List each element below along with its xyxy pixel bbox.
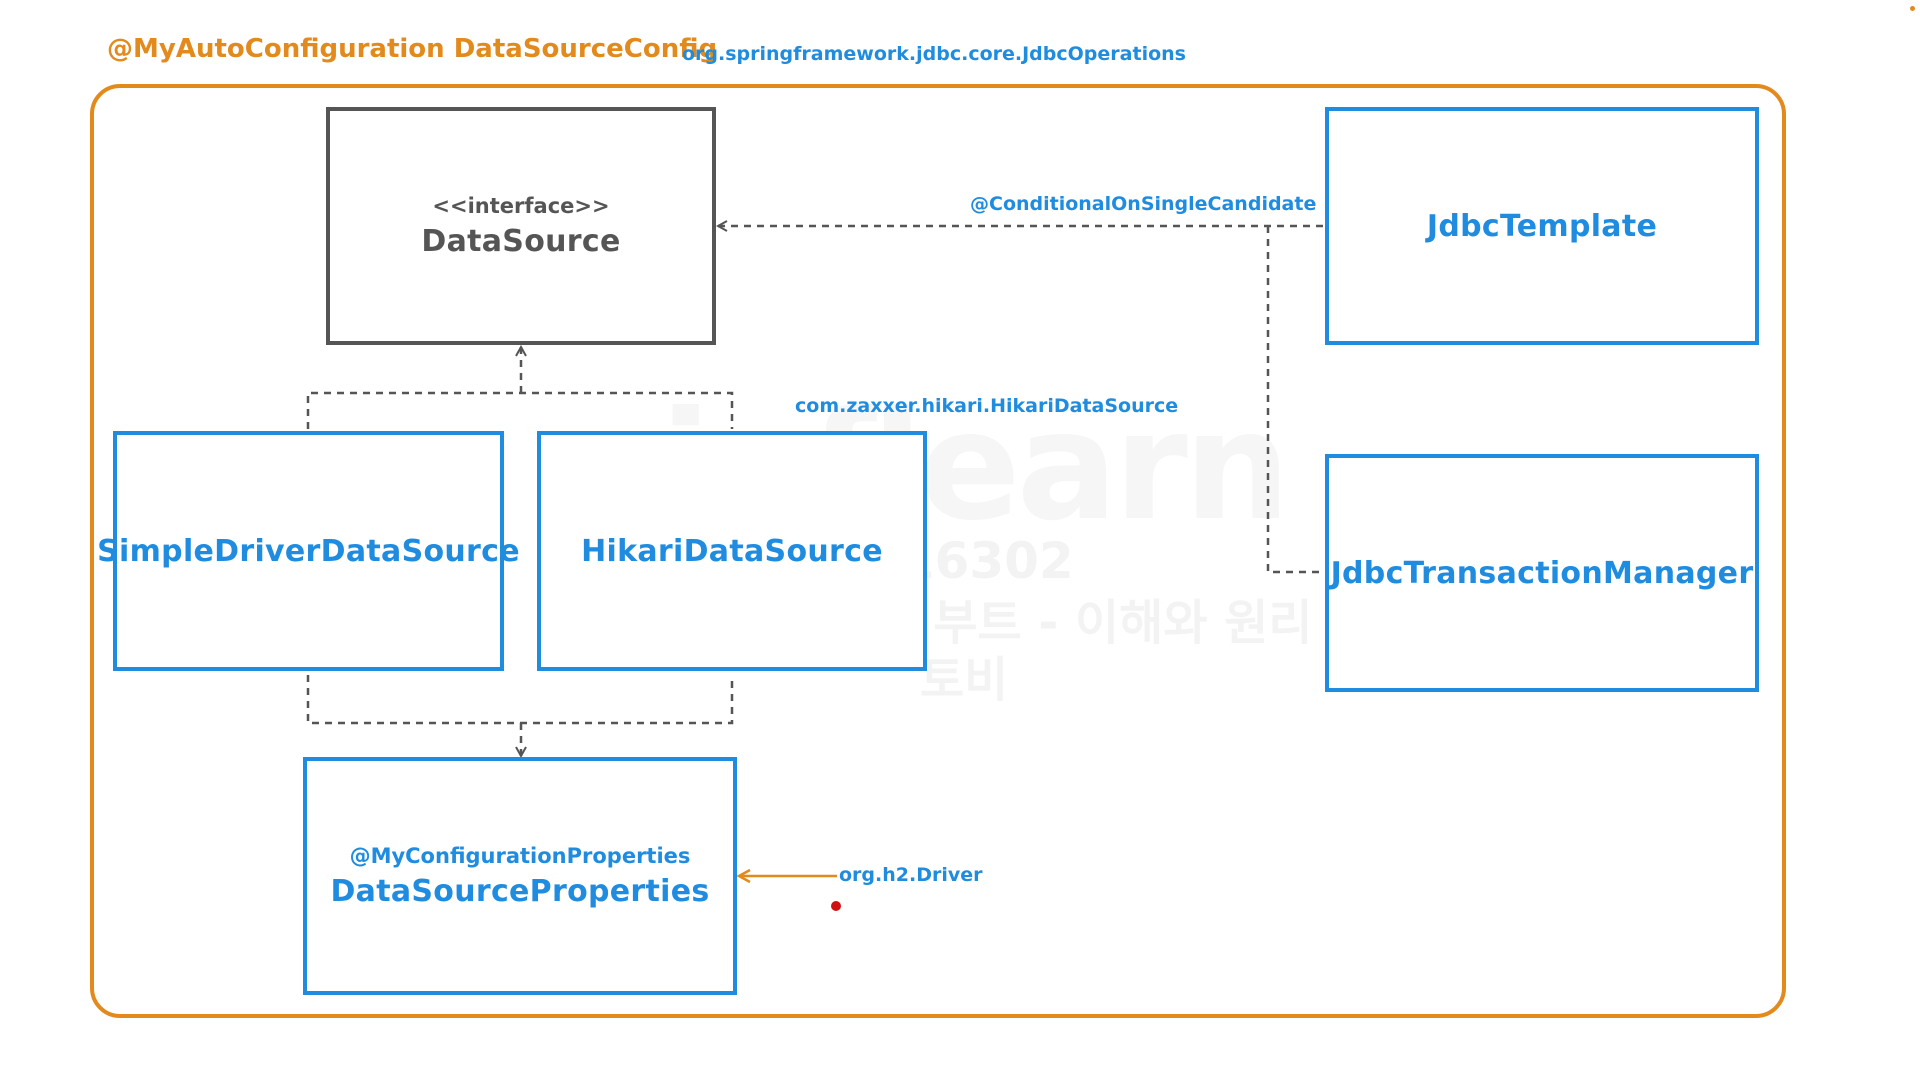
hikari-class-label: com.zaxxer.hikari.HikariDataSource <box>795 395 1179 417</box>
jdbc-template-title: JdbcTemplate <box>1426 208 1658 244</box>
configuration-properties-annotation: @MyConfigurationProperties <box>349 843 691 868</box>
config-title: @MyAutoConfiguration DataSourceConfig <box>107 34 718 64</box>
interface-stereotype: <<interface>> <box>432 193 610 218</box>
jdbc-template-box: JdbcTemplate <box>1325 107 1759 345</box>
datasource-title: DataSource <box>421 223 621 259</box>
datasource-interface-box: <<interface>> DataSource <box>326 107 716 345</box>
simple-driver-impl-line <box>306 391 734 429</box>
conditional-on-single-candidate-label: @ConditionalOnSingleCandidate <box>970 193 1317 215</box>
tx-manager-link-line <box>1266 226 1323 574</box>
h2-driver-label: org.h2.Driver <box>839 864 983 886</box>
jdbc-transaction-manager-box: JdbcTransactionManager <box>1325 454 1759 692</box>
pointer-dot <box>831 901 841 911</box>
datasource-properties-box: @MyConfigurationProperties DataSourcePro… <box>303 757 737 995</box>
hikari-title: HikariDataSource <box>581 533 883 569</box>
simple-driver-title: SimpleDriverDataSource <box>97 533 520 569</box>
jdbc-transaction-manager-title: JdbcTransactionManager <box>1330 555 1754 591</box>
jdbc-operations-label: org.springframework.jdbc.core.JdbcOperat… <box>682 43 1186 65</box>
simple-driver-datasource-box: SimpleDriverDataSource <box>97 431 520 671</box>
config-frame <box>90 84 1786 1018</box>
properties-dependency-line <box>306 675 734 725</box>
hikari-datasource-box: HikariDataSource <box>537 431 927 671</box>
watermark-author: 토비 <box>920 652 1009 708</box>
datasource-properties-title: DataSourceProperties <box>330 873 710 909</box>
corner-marker <box>1910 6 1915 11</box>
